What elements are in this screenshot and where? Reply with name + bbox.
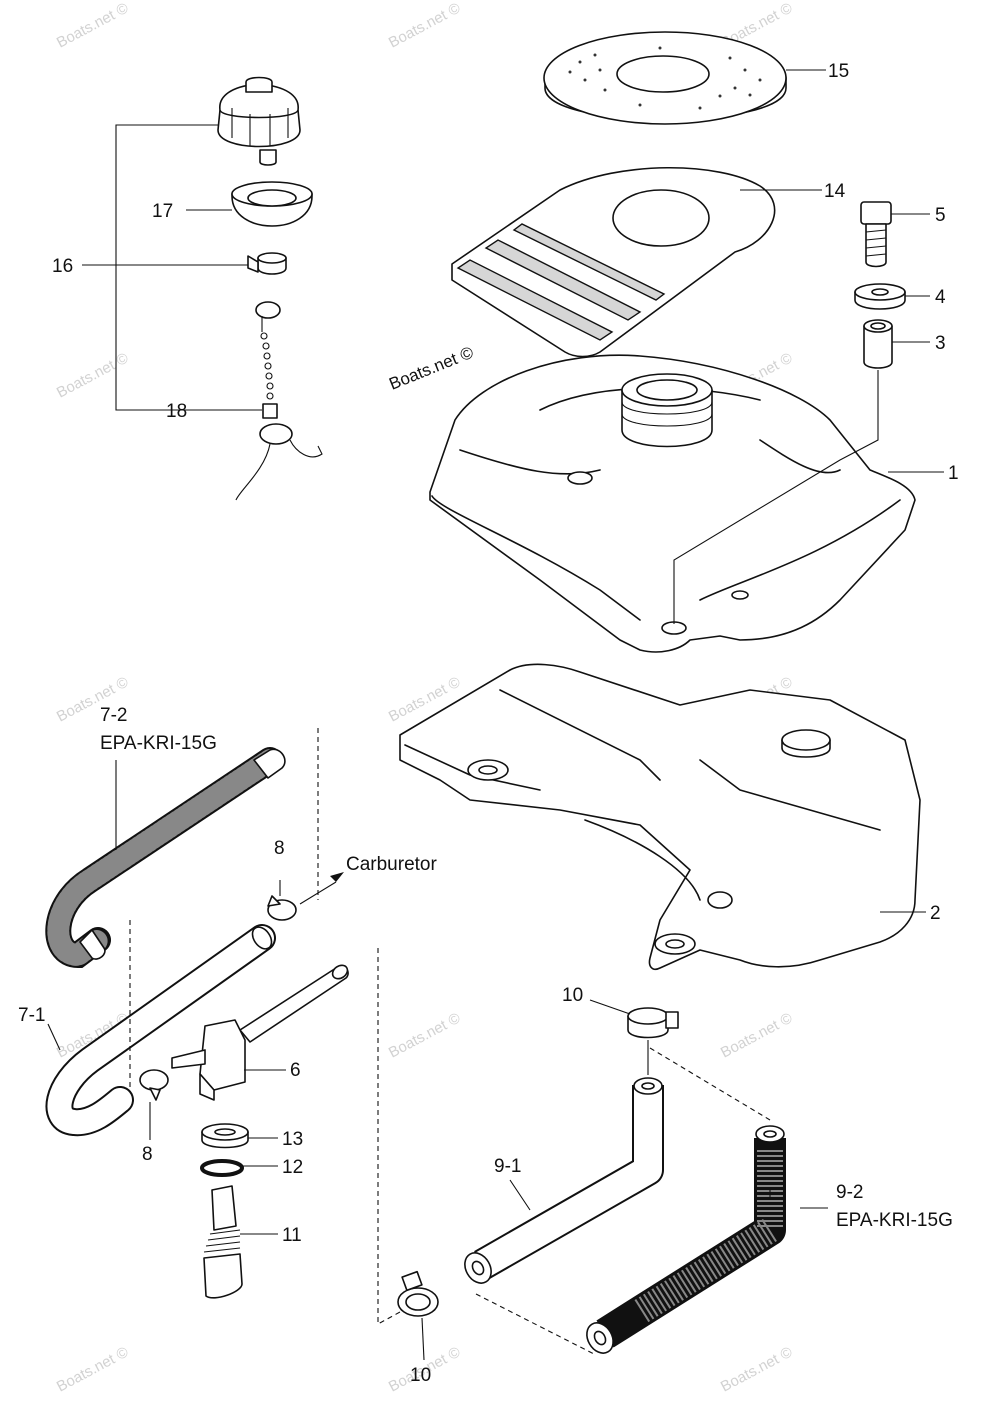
part-17-gasket (231, 181, 313, 227)
label-7-2-code: EPA-KRI-15G (100, 733, 217, 754)
part-16-cap-assembly (217, 76, 301, 166)
watermark: Boats.net © (54, 0, 131, 52)
part-10-clip-lower (397, 1270, 439, 1361)
bracket-16 (115, 124, 262, 411)
watermark: Boats.net © (386, 0, 463, 52)
part-10-clip-upper (627, 1007, 679, 1075)
part-14-pad (451, 166, 776, 358)
label-7-1: 7-1 (18, 1005, 45, 1026)
label-6: 6 (290, 1060, 301, 1081)
part-15-foam-ring (543, 31, 787, 125)
part-9-2-braided-hose (586, 1125, 828, 1354)
label-3: 3 (935, 333, 946, 354)
part-11-strainer (203, 1185, 243, 1299)
watermark: Boats.net © (718, 1344, 795, 1396)
label-8-top: 8 (274, 838, 285, 859)
part-6-fuel-cock (171, 964, 349, 1101)
part-7-2-braided-hose (45, 747, 286, 969)
watermark: Boats.net © (386, 1010, 463, 1062)
part-1-upper-tank (429, 354, 916, 653)
watermark: Boats.net © (54, 1344, 131, 1396)
label-1: 1 (948, 463, 959, 484)
label-2: 2 (930, 903, 941, 924)
label-10-bottom: 10 (410, 1365, 431, 1386)
watermark: Boats.net © (54, 350, 131, 402)
label-14: 14 (824, 181, 846, 202)
watermark: Boats.net © (718, 1010, 795, 1062)
part-9-1-hose (464, 1077, 664, 1284)
label-8-bottom: 8 (142, 1144, 153, 1165)
label-10-top: 10 (562, 985, 583, 1006)
label-carburetor: Carburetor (346, 854, 437, 875)
label-11: 11 (282, 1225, 302, 1246)
label-4: 4 (935, 287, 946, 308)
part-3-collar (863, 319, 893, 369)
label-9-2-code: EPA-KRI-15G (836, 1210, 953, 1231)
part-7-1-hose (45, 924, 276, 1137)
label-7-2: 7-2 (100, 705, 127, 726)
part-13-packing (201, 1123, 249, 1149)
part-8-clip-upper (267, 880, 297, 921)
part-16-clip (247, 252, 287, 275)
label-15: 15 (828, 61, 849, 82)
part-18-tether-chain (235, 301, 323, 501)
label-9-1: 9-1 (494, 1156, 521, 1177)
part-4-washer (854, 283, 906, 310)
assembly-guide-lines (129, 728, 771, 1355)
part-2-lower-tank (399, 663, 921, 971)
carburetor-arrow (299, 872, 344, 905)
label-13: 13 (282, 1129, 303, 1150)
part-5-bolt (860, 201, 892, 268)
part-8-clip-lower (139, 1069, 169, 1140)
label-16: 16 (52, 256, 73, 277)
label-12: 12 (282, 1157, 303, 1178)
leader-lines (82, 69, 944, 1235)
label-9-2: 9-2 (836, 1182, 863, 1203)
label-18: 18 (166, 401, 187, 422)
label-5: 5 (935, 205, 946, 226)
label-17: 17 (152, 201, 173, 222)
part-labels: 15 14 5 4 3 1 2 17 16 18 7-2 EPA-KRI-15G… (18, 61, 959, 1386)
part-12-o-ring (200, 1159, 244, 1177)
copyright-credit: Boats.net © (386, 343, 476, 394)
